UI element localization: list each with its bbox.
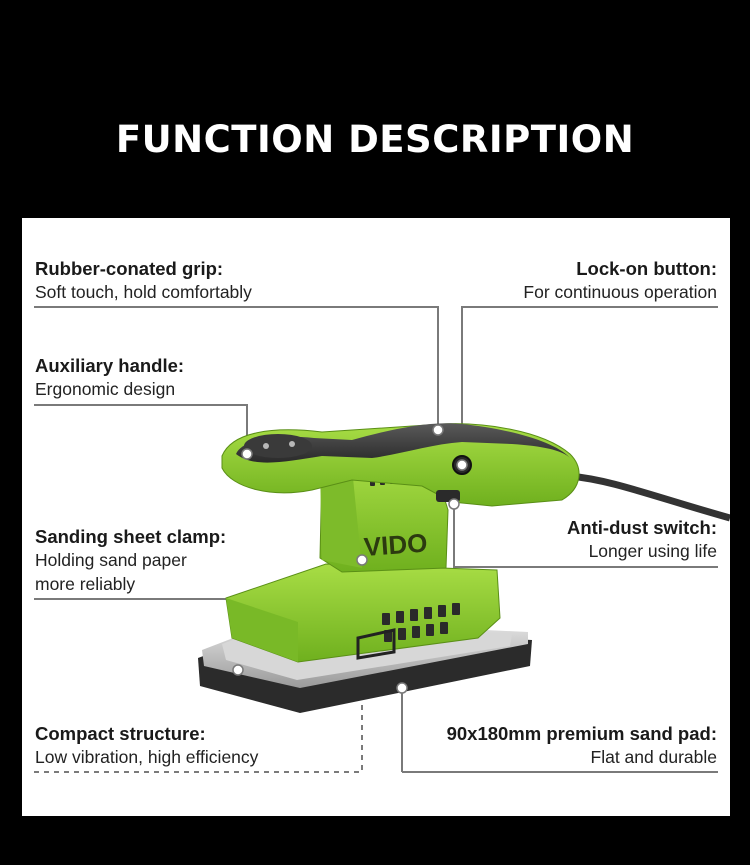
feature-name: Lock-on button: bbox=[576, 258, 717, 279]
brand-logo: VIDO bbox=[363, 528, 429, 562]
feature-name: 90x180mm premium sand pad: bbox=[446, 723, 717, 744]
feature-sanding-sheet-clamp: Sanding sheet clamp: Holding sand paper … bbox=[35, 525, 226, 596]
feature-desc: For continuous operation bbox=[523, 282, 717, 302]
feature-auxiliary-handle: Auxiliary handle: Ergonomic design bbox=[35, 354, 184, 401]
feature-name: Compact structure: bbox=[35, 723, 206, 744]
feature-desc: Ergonomic design bbox=[35, 379, 176, 399]
sander-illustration: VIDO bbox=[34, 306, 730, 773]
feature-name: Sanding sheet clamp: bbox=[35, 526, 227, 547]
feature-rubber-grip: Rubber-conated grip: Soft touch, hold co… bbox=[35, 257, 252, 304]
feature-name: Anti-dust switch: bbox=[566, 517, 717, 538]
feature-name: Auxiliary handle: bbox=[35, 355, 185, 376]
feature-desc: Soft touch, hold comfortably bbox=[35, 282, 252, 302]
feature-panel: VIDO Rubber-conated grip: Soft touch, ho… bbox=[22, 218, 730, 816]
feature-anti-dust-switch: Anti-dust switch: Longer using life bbox=[567, 516, 717, 563]
feature-sand-pad: 90x180mm premium sand pad: Flat and dura… bbox=[447, 722, 717, 769]
feature-lock-on-button: Lock-on button: For continuous operation bbox=[523, 257, 717, 304]
feature-desc: Longer using life bbox=[588, 541, 717, 561]
feature-name: Rubber-conated grip: bbox=[35, 258, 224, 279]
feature-desc: Holding sand paper bbox=[35, 550, 187, 570]
feature-compact-structure: Compact structure: Low vibration, high e… bbox=[35, 722, 258, 769]
feature-desc: Flat and durable bbox=[590, 747, 717, 767]
feature-desc: Low vibration, high efficiency bbox=[35, 747, 259, 767]
feature-desc: more reliably bbox=[35, 574, 136, 594]
page-title: FUNCTION DESCRIPTION bbox=[115, 118, 635, 161]
